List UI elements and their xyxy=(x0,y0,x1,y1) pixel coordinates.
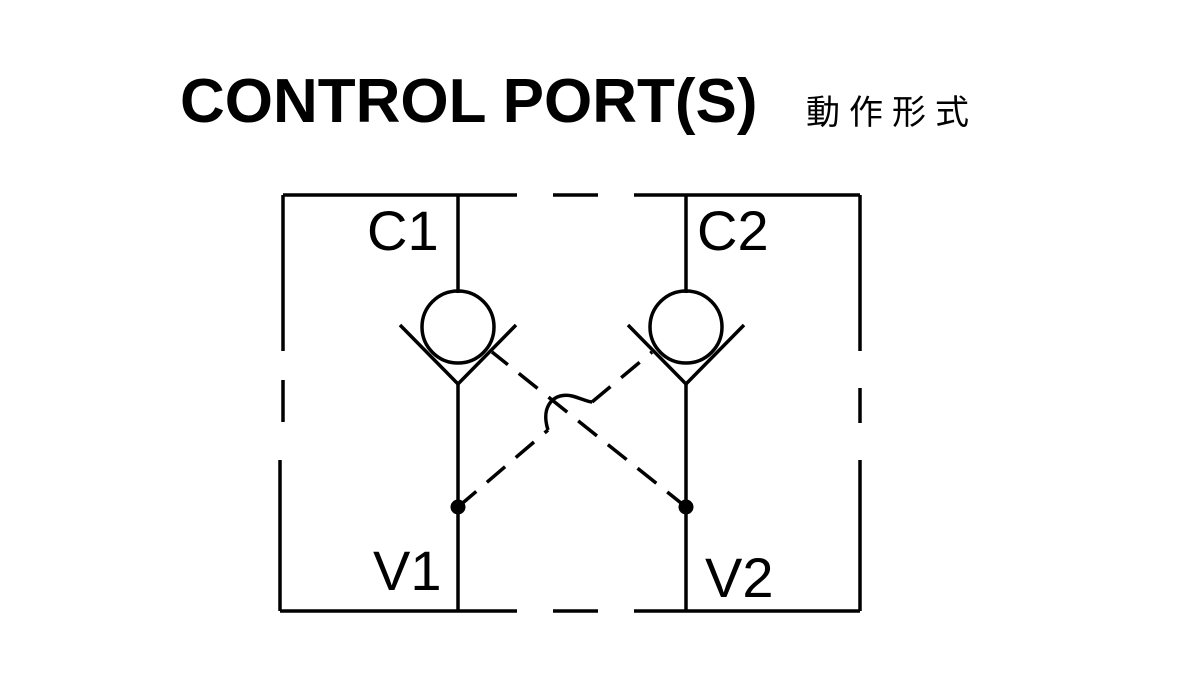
pilot-line-v2-to-left-valve xyxy=(490,350,688,509)
port-label-v2: V2 xyxy=(705,546,774,609)
diagram-title: CONTROL PORT(S) xyxy=(180,67,758,136)
title-row: CONTROL PORT(S) 動作形式 xyxy=(0,62,1200,152)
port-label-c1: C1 xyxy=(367,199,439,262)
junction-dot-v2 xyxy=(678,499,694,515)
pilot-line-v1-to-right-valve xyxy=(456,350,654,509)
port-label-c2: C2 xyxy=(697,199,769,262)
port-label-v1: V1 xyxy=(373,539,442,602)
right-check-valve xyxy=(626,289,746,387)
housing-outline xyxy=(278,193,862,613)
junction-dot-v1 xyxy=(450,499,466,515)
diagram-subtitle: 動作形式 xyxy=(806,93,978,133)
crossover-hop xyxy=(544,393,593,431)
left-check-valve xyxy=(398,289,518,387)
